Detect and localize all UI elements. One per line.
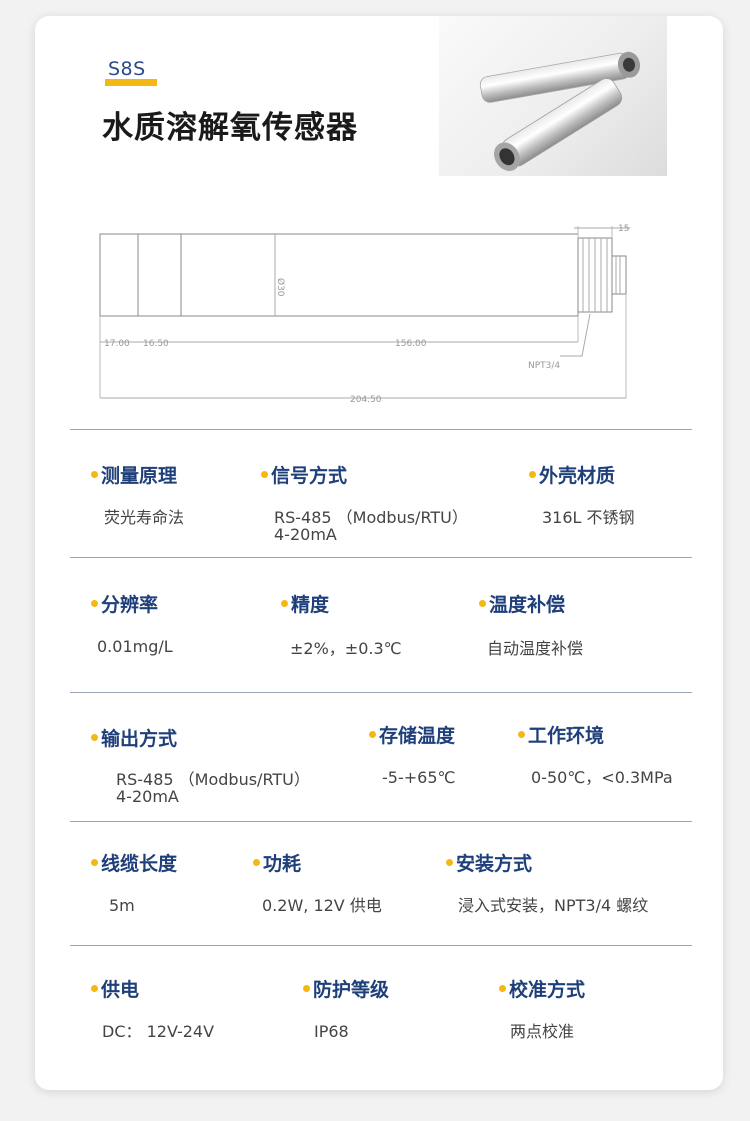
sensor-photo-image xyxy=(479,51,641,171)
spec-value-measure-principle: 荧光寿命法 xyxy=(104,508,185,527)
bullet-dot xyxy=(253,859,260,866)
product-photo xyxy=(439,16,667,176)
bullet-dot xyxy=(91,859,98,866)
spec-label-signal: 信号方式 xyxy=(261,461,347,488)
spec-label-power-supply: 供电 xyxy=(91,975,139,1002)
divider xyxy=(70,557,692,558)
spec-value-housing: 316L 不锈钢 xyxy=(542,508,635,527)
bullet-dot xyxy=(261,471,268,478)
dim-diameter-label: Ø30 xyxy=(275,278,286,297)
product-title: 水质溶解氧传感器 xyxy=(102,110,358,146)
spec-label-output: 输出方式 xyxy=(91,724,177,751)
dim-top-label: 15.00 xyxy=(618,224,630,234)
spec-value-temp-comp: 自动温度补偿 xyxy=(487,639,584,658)
spec-label-installation: 安装方式 xyxy=(446,849,532,876)
bullet-dot xyxy=(479,600,486,607)
dim-c-label: 156.00 xyxy=(395,339,427,349)
spec-value-storage-temp: -5-+65℃ xyxy=(382,768,456,787)
spec-label-temp-comp: 温度补偿 xyxy=(479,590,565,617)
bullet-dot xyxy=(303,985,310,992)
model-underline xyxy=(105,79,157,86)
bullet-dot xyxy=(91,600,98,607)
spec-label-housing: 外壳材质 xyxy=(529,461,615,488)
dimension-drawing: 15.00 Ø30 17.00 16.50 156.00 NPT3/4 204.… xyxy=(90,206,644,406)
spec-value-protection: IP68 xyxy=(314,1022,349,1041)
spec-label-accuracy: 精度 xyxy=(281,590,329,617)
dim-a-label: 17.00 xyxy=(104,339,130,349)
dim-total-label: 204.50 xyxy=(350,395,382,405)
divider xyxy=(70,821,692,822)
spec-value-resolution: 0.01mg/L xyxy=(97,637,173,656)
divider xyxy=(70,429,692,430)
spec-value-power-consumption: 0.2W, 12V 供电 xyxy=(262,896,382,915)
dim-b-label: 16.50 xyxy=(143,339,169,349)
bullet-dot xyxy=(446,859,453,866)
spec-value-output: RS-485 （Modbus/RTU） 4-20mA xyxy=(116,770,310,806)
spec-label-power-consumption: 功耗 xyxy=(253,849,301,876)
spec-value-accuracy: ±2%，±0.3℃ xyxy=(290,639,402,658)
model-code: S8S xyxy=(108,58,146,80)
bullet-dot xyxy=(91,471,98,478)
dim-thread-label: NPT3/4 xyxy=(528,361,560,371)
spec-value-installation: 浸入式安装，NPT3/4 螺纹 xyxy=(458,896,649,915)
spec-label-storage-temp: 存储温度 xyxy=(369,721,455,748)
spec-label-calibration: 校准方式 xyxy=(499,975,585,1002)
divider xyxy=(70,945,692,946)
product-spec-card: S8S 水质溶解氧传感器 xyxy=(35,16,723,1090)
bullet-dot xyxy=(91,734,98,741)
bullet-dot xyxy=(518,731,525,738)
spec-value-environment: 0-50℃，<0.3MPa xyxy=(531,768,673,787)
bullet-dot xyxy=(91,985,98,992)
spec-label-environment: 工作环境 xyxy=(518,721,604,748)
dimension-drawing-svg: 15.00 Ø30 17.00 16.50 156.00 NPT3/4 204.… xyxy=(99,224,644,405)
spec-label-measure-principle: 测量原理 xyxy=(91,461,177,488)
bullet-dot xyxy=(529,471,536,478)
spec-value-cable-length: 5m xyxy=(109,896,135,915)
bullet-dot xyxy=(499,985,506,992)
spec-value-power-supply: DC： 12V-24V xyxy=(102,1022,215,1041)
spec-label-resolution: 分辨率 xyxy=(91,590,158,617)
bullet-dot xyxy=(281,600,288,607)
spec-value-signal: RS-485 （Modbus/RTU） 4-20mA xyxy=(274,508,468,544)
spec-label-protection: 防护等级 xyxy=(303,975,389,1002)
divider xyxy=(70,692,692,693)
spec-label-cable-length: 线缆长度 xyxy=(91,849,177,876)
bullet-dot xyxy=(369,731,376,738)
spec-value-calibration: 两点校准 xyxy=(510,1022,575,1041)
